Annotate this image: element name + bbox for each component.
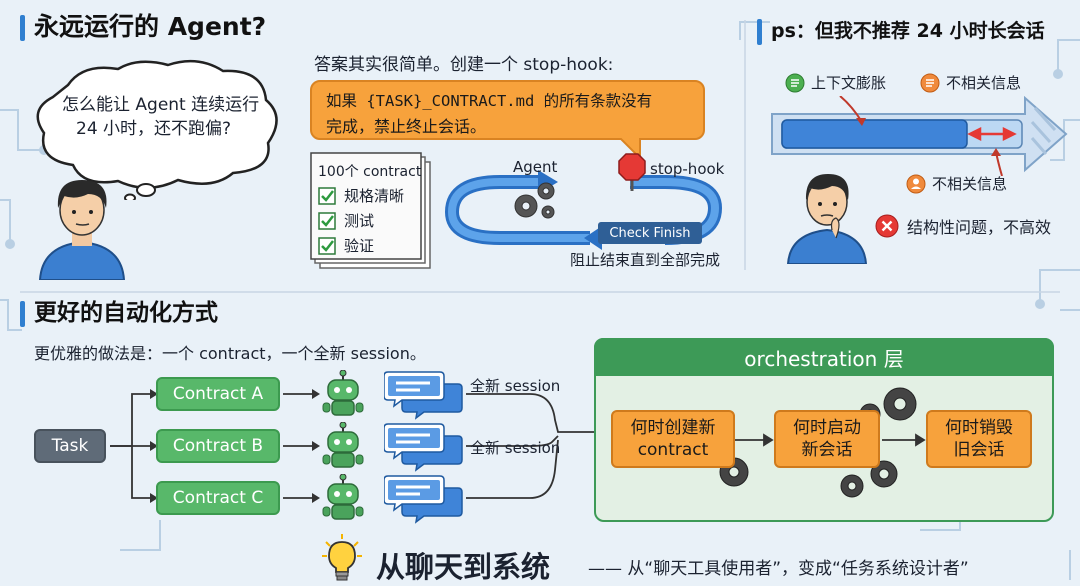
checklist-item: 验证 — [318, 235, 374, 256]
legend-irrelevant-top-label: 不相关信息 — [946, 74, 1022, 92]
checklist-item-label: 验证 — [344, 237, 375, 255]
contract-rule-line-1: 如果 {TASK}_CONTRACT.md 的所有条款没有 — [326, 92, 653, 110]
context-bloat-arrow — [771, 96, 1068, 176]
orch-step-line: 何时销毁 — [945, 418, 1013, 438]
checkbox-checked-icon — [318, 186, 336, 205]
task-node: Task — [34, 429, 106, 463]
loop-stop-hook-label: stop-hook — [650, 160, 725, 178]
question-line-2: 24 小时，还不跑偏? — [76, 119, 232, 139]
orchestration-header: orchestration 层 — [594, 338, 1054, 376]
structural-problem-label: 结构性问题，不高效 — [907, 218, 1052, 237]
contract-a-node: Contract A — [156, 377, 280, 411]
legend-irrelevant-bottom: 不相关信息 — [906, 173, 1007, 194]
orch-step-line: 何时创建新 — [630, 418, 716, 438]
contract-c-node: Contract C — [156, 481, 280, 515]
error-x-icon — [875, 214, 899, 238]
stop-sign-icon — [618, 153, 646, 191]
bottom-panel-subtitle: 更优雅的做法是：一个 contract，一个全新 session。 — [34, 344, 426, 363]
contract-label: Contract C — [172, 488, 264, 508]
contract-label: Contract B — [172, 436, 264, 456]
legend-context-label: 上下文膨胀 — [811, 74, 887, 92]
checkbox-checked-icon — [318, 236, 336, 255]
orch-step-line: 何时启动 — [793, 418, 861, 438]
legend-context-bloat: 上下文膨胀 — [785, 72, 886, 93]
checklist-item-label: 测试 — [344, 212, 375, 230]
legend-irrelevant-top: 不相关信息 — [920, 72, 1021, 93]
orch-step-destroy-session: 何时销毁 旧会话 — [926, 410, 1032, 468]
chat-bubbles-icon — [384, 423, 463, 472]
robot-icon — [322, 370, 364, 416]
legend-irrelevant-bottom-label: 不相关信息 — [932, 175, 1008, 193]
session-label: 全新 session — [470, 439, 561, 457]
task-label: Task — [51, 436, 89, 456]
footer-headline: 从聊天到系统 — [376, 550, 551, 584]
checklist-item: 测试 — [318, 210, 374, 231]
lightbulb-icon — [322, 534, 362, 581]
loop-caption: 阻止结束直到全部完成 — [570, 251, 721, 269]
person-avatar — [38, 180, 126, 280]
orch-step-line: 旧会话 — [953, 440, 1005, 460]
checklist-item: 规格清晰 — [318, 185, 404, 206]
footer-tagline: —— 从“聊天工具使用者”，变成“任务系统设计者” — [588, 559, 969, 579]
session-label: 全新 session — [470, 377, 561, 395]
chat-bubbles-icon — [384, 371, 463, 420]
structural-problem-note: 结构性问题，不高效 — [875, 214, 1051, 238]
check-finish-label: Check Finish — [609, 225, 691, 241]
bottom-panel-title: 更好的自动化方式 — [20, 298, 218, 328]
info-list-icon — [920, 73, 940, 92]
checklist-header: 100个 contract — [318, 164, 422, 180]
orch-step-start-session: 何时启动 新会话 — [774, 410, 880, 468]
contract-label: Contract A — [172, 384, 264, 404]
paper-stack — [310, 152, 431, 269]
contract-rule-box: 如果 {TASK}_CONTRACT.md 的所有条款没有 完成，禁止终止会话。 — [310, 80, 705, 140]
gears-icon — [514, 182, 555, 219]
contract-b-node: Contract B — [156, 429, 280, 463]
robot-icon — [322, 474, 364, 520]
orch-step-line: contract — [637, 440, 709, 460]
person-info-icon — [906, 174, 926, 193]
loop-agent-label: Agent — [513, 158, 558, 176]
question-line-1: 怎么能让 Agent 连续运行 — [62, 95, 260, 115]
answer-intro: 答案其实很简单。创建一个 stop-hook: — [314, 55, 614, 75]
context-list-icon — [785, 73, 805, 92]
checklist-item-label: 规格清晰 — [344, 187, 405, 205]
robot-icon — [322, 422, 364, 468]
left-panel-title: 永远运行的 Agent? — [20, 12, 266, 42]
chat-bubbles-icon — [384, 475, 463, 524]
checkbox-checked-icon — [318, 211, 336, 230]
thought-cloud — [36, 59, 278, 200]
orchestration-header-label: orchestration 层 — [744, 346, 904, 371]
contract-rule-line-2: 完成，禁止终止会话。 — [326, 117, 487, 136]
check-finish-badge: Check Finish — [598, 222, 702, 244]
orch-step-create-contract: 何时创建新 contract — [611, 410, 735, 468]
right-panel-title: ps：但我不推荐 24 小时长会话 — [757, 16, 1045, 46]
orch-step-line: 新会话 — [801, 440, 853, 460]
thinking-person-avatar — [786, 174, 868, 264]
